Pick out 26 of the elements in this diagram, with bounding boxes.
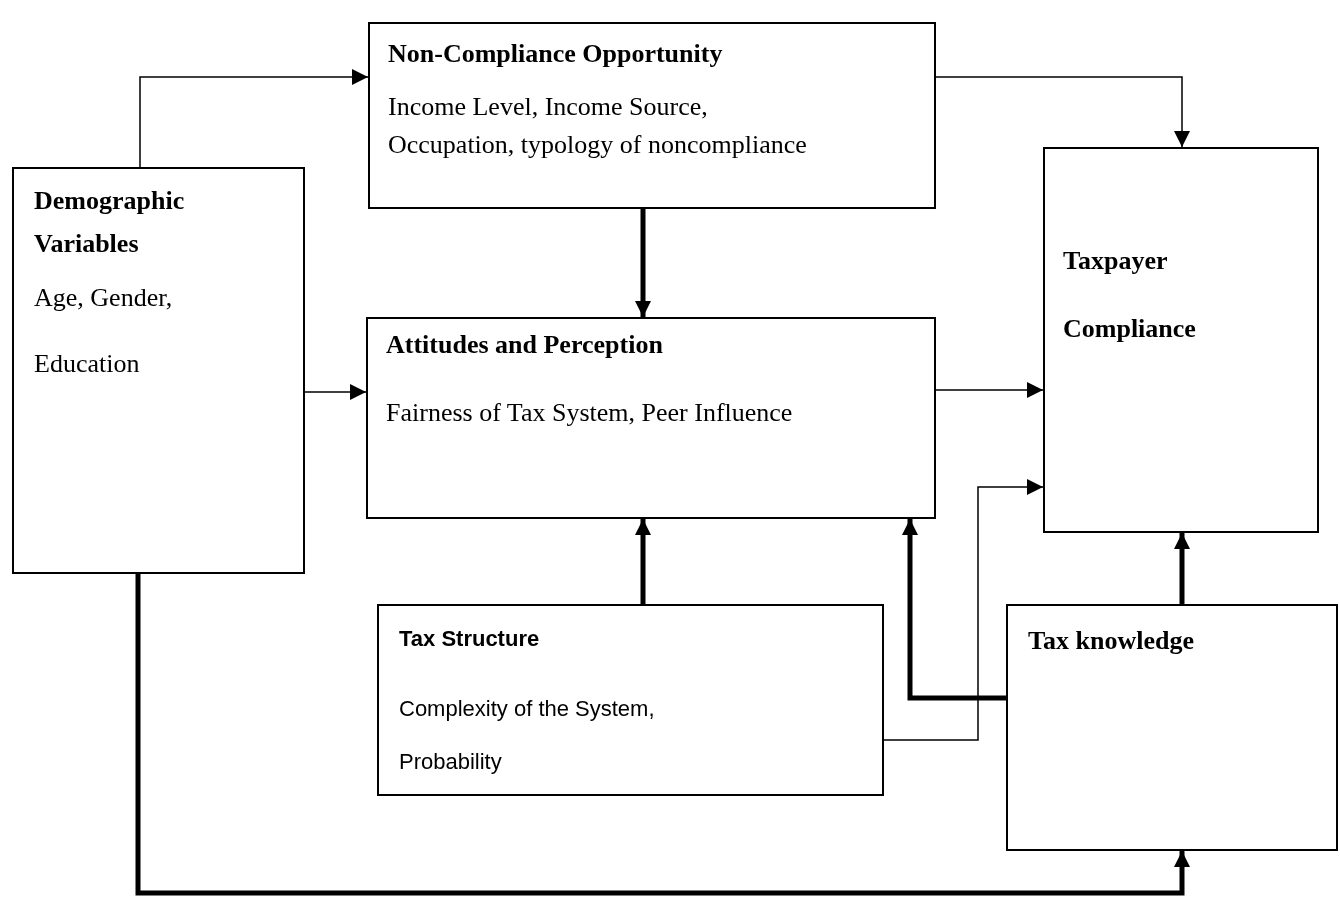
- concept-box: [1006, 604, 1338, 851]
- arrow: [139, 69, 369, 168]
- arrow: [1174, 533, 1190, 604]
- box-heading: Taxpayer Compliance: [1063, 245, 1197, 345]
- arrow: [883, 479, 1044, 741]
- concept-box: [377, 604, 884, 796]
- concept-box: [366, 317, 936, 519]
- arrow: [635, 209, 651, 317]
- arrow: [935, 382, 1044, 398]
- box-heading: Tax Structure: [399, 625, 541, 653]
- arrow: [304, 384, 367, 400]
- box-text: Income Level, Income Source, Occupation, typology of noncompliance: [388, 91, 808, 161]
- box-heading: Non-Compliance Opportunity: [388, 38, 724, 70]
- arrow: [935, 76, 1190, 148]
- box-text: Complexity of the System, Probability: [399, 695, 656, 776]
- box-heading: Tax knowledge: [1028, 625, 1195, 657]
- arrow: [902, 519, 1006, 701]
- box-text: Fairness of Tax System, Peer Influence: [386, 397, 794, 429]
- box-text: Age, Gender, Education: [34, 282, 174, 380]
- arrow: [635, 519, 651, 604]
- concept-box: [1043, 147, 1319, 533]
- box-heading: Demographic Variables: [34, 185, 186, 260]
- concept-box: [368, 22, 936, 209]
- arrow: [135, 574, 1190, 896]
- box-heading: Attitudes and Perception: [386, 329, 664, 361]
- concept-box: [12, 167, 305, 574]
